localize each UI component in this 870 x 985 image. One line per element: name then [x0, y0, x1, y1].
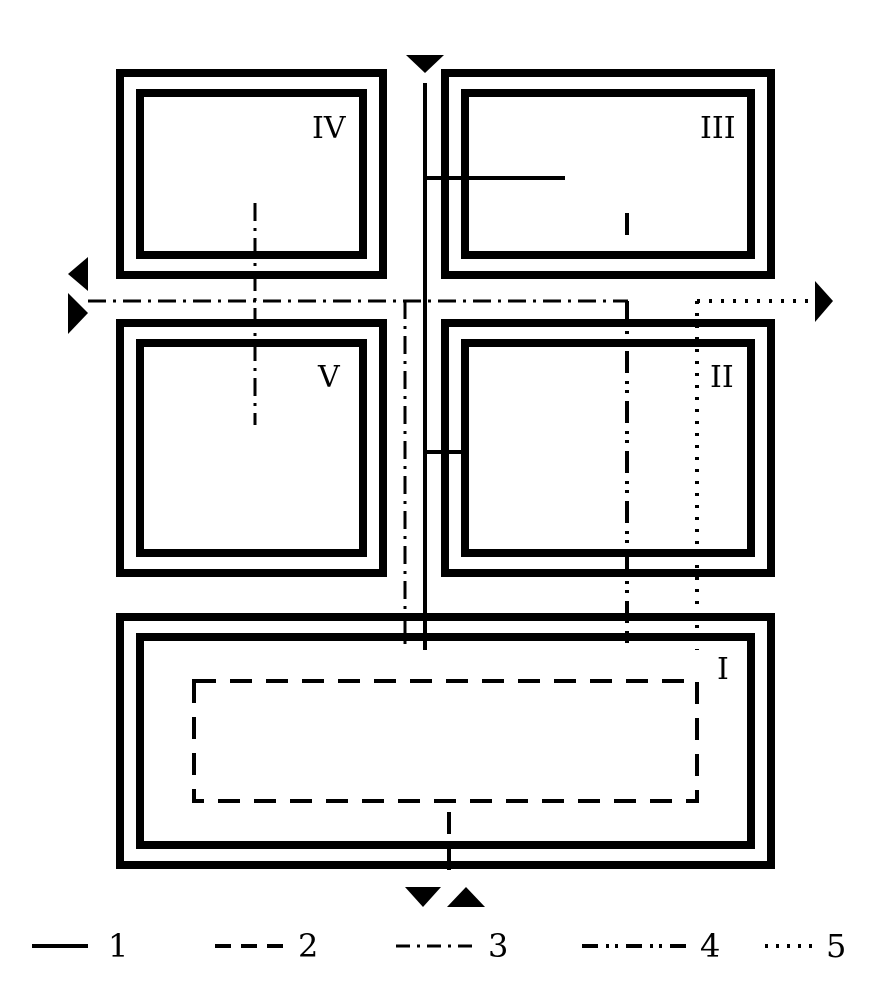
- room-i: I: [116, 613, 775, 869]
- legend-label-4: 4: [700, 927, 720, 965]
- legend-item-5: 5: [765, 927, 846, 965]
- room-ii-label: II: [710, 360, 734, 395]
- arrow-right-east: [815, 281, 833, 322]
- room-iv: IV: [116, 69, 387, 279]
- room-v-label: V: [317, 360, 341, 395]
- line-1-route: [423, 83, 565, 650]
- line-3-route: [88, 203, 628, 650]
- arrow-left-upper: [68, 257, 88, 291]
- legend-label-2: 2: [298, 927, 318, 965]
- legend: 1 2 3 4 5: [32, 927, 846, 965]
- legend-item-3: 3: [396, 927, 508, 965]
- room-i-label: I: [717, 652, 729, 687]
- room-v: V: [116, 319, 387, 577]
- room-iii: III: [441, 69, 775, 279]
- legend-item-2: 2: [215, 927, 318, 965]
- arrow-up-bottom: [447, 887, 485, 907]
- legend-label-1: 1: [108, 927, 128, 965]
- legend-label-5: 5: [826, 927, 846, 965]
- arrow-down-top: [406, 55, 444, 73]
- line-2-route: [192, 679, 699, 880]
- room-ii: II: [441, 319, 775, 577]
- room-iv-label: IV: [312, 111, 347, 146]
- legend-label-3: 3: [488, 927, 508, 965]
- line-5-route: [695, 299, 812, 650]
- arrow-down-bottom: [405, 887, 441, 907]
- legend-item-4: 4: [582, 927, 720, 965]
- legend-item-1: 1: [32, 927, 128, 965]
- room-iii-label: III: [700, 111, 736, 146]
- arrow-right-left: [68, 293, 88, 334]
